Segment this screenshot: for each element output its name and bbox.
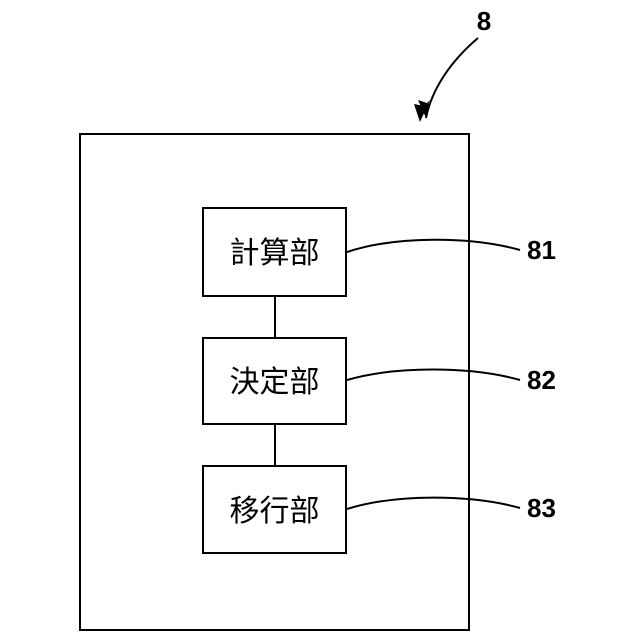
block-decision-label: 決定部 [230, 365, 320, 400]
reference-numeral-81: 81 [527, 235, 556, 265]
block-calculation-label: 計算部 [230, 236, 320, 271]
leader-line-83 [347, 498, 520, 509]
block-transition-label: 移行部 [230, 494, 320, 529]
reference-numeral-82: 82 [527, 365, 556, 395]
device-leader-arc [426, 38, 478, 118]
device-reference-label: 8 [477, 6, 491, 36]
leader-line-82 [347, 370, 520, 381]
leader-line-81 [347, 240, 520, 252]
reference-numeral-83: 83 [527, 493, 556, 523]
